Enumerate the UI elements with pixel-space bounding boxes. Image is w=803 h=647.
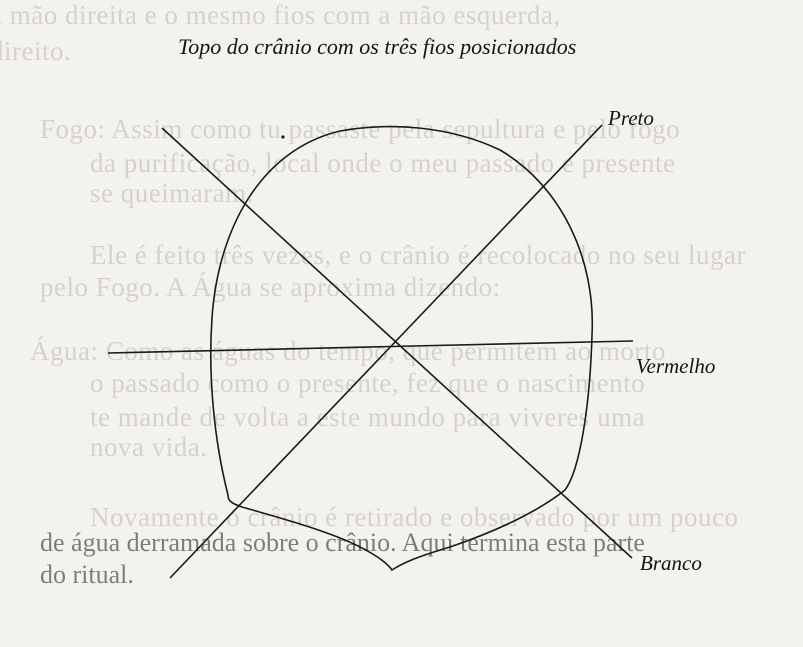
- background-text-line: Novamente o crânio é retirado e observad…: [90, 502, 739, 532]
- background-text-line: de água derramada sobre o crânio. Aqui t…: [40, 528, 645, 557]
- background-text-line: Água: Como as águas do tempo, que permit…: [30, 336, 666, 366]
- background-text-line: nova vida.: [90, 432, 208, 462]
- wire-vermelho: [107, 340, 634, 354]
- background-text-line: o passado como o presente, fez que o nas…: [90, 368, 646, 398]
- background-text-line: Fogo: Assim como tu passaste pela sepult…: [40, 114, 681, 144]
- wire-label-vermelho: Vermelho: [636, 354, 716, 378]
- background-text-line: pelo Fogo. A Água se aproxima dizendo:: [40, 272, 501, 302]
- background-text-line: direito.: [0, 36, 72, 66]
- background-text-line: se queimaram.: [90, 178, 254, 208]
- background-text-line: da purificação, local onde o meu passado…: [90, 148, 676, 178]
- background-text-line: te mande de volta a este mundo para vive…: [90, 402, 646, 432]
- wire-label-preto: Preto: [608, 106, 654, 130]
- diagram-title: Topo do crânio com os três fios posicion…: [178, 34, 577, 59]
- background-text-line: do ritual.: [40, 560, 134, 589]
- background-text-line: a mão direita e o mesmo fios com a mão e…: [0, 0, 561, 30]
- crown-mark: [281, 135, 285, 139]
- wire-preto: [169, 124, 603, 579]
- wire-label-branco: Branco: [640, 551, 702, 575]
- background-text-line: Ele é feito três vezes, e o crânio é rec…: [90, 240, 746, 270]
- wire-branco: [161, 127, 633, 559]
- skull-outline: [209, 125, 594, 572]
